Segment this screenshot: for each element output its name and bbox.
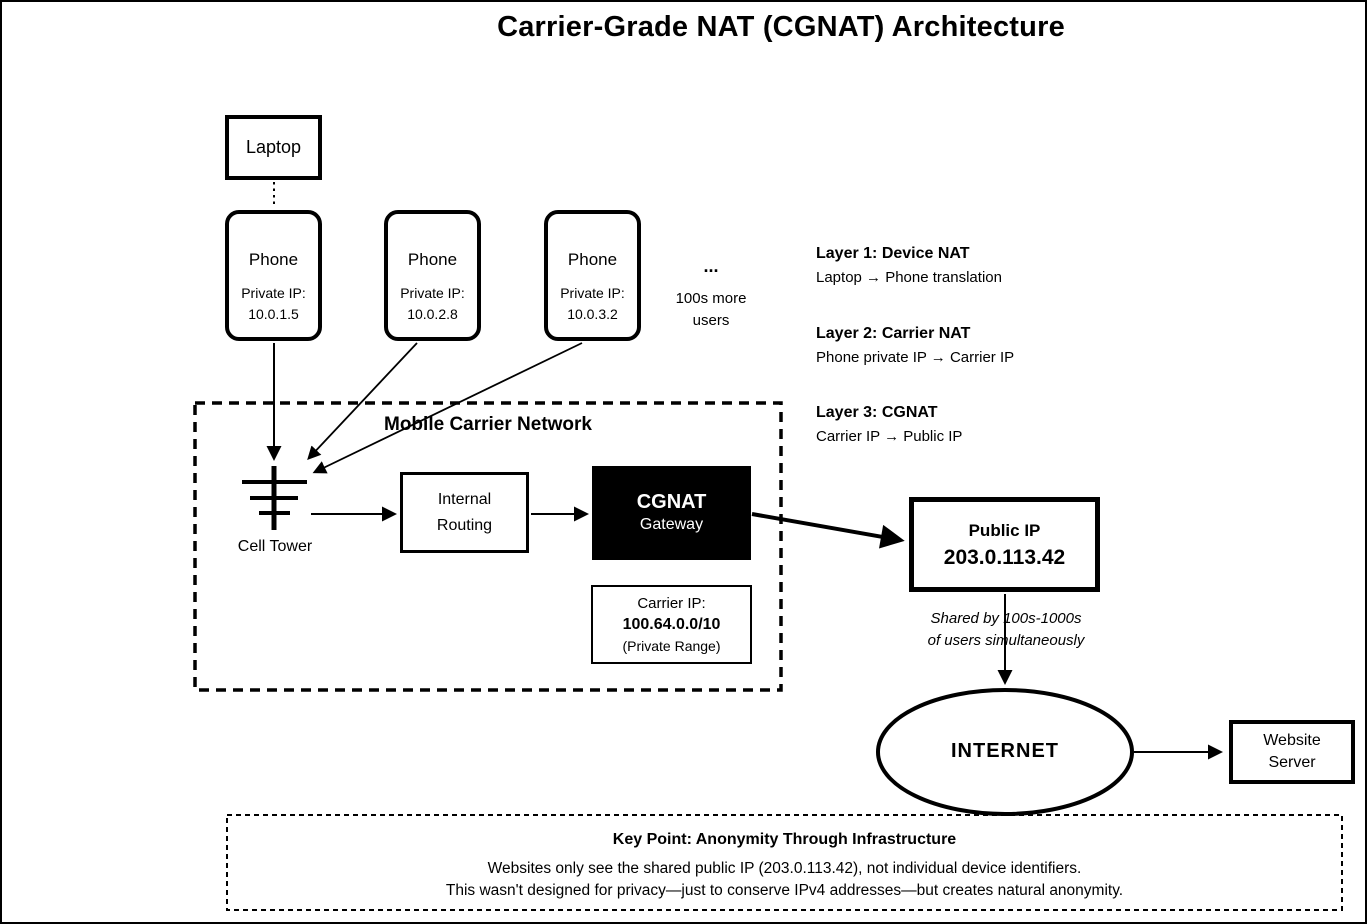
- more-users-line2: users: [692, 312, 730, 329]
- layer3-detail: Carrier IP → Public IP: [816, 428, 963, 445]
- phone-label: Phone: [248, 250, 299, 269]
- internal-routing-node: Internal Routing: [400, 472, 529, 553]
- more-users-line1: 100s more: [675, 290, 747, 307]
- cell-tower-icon: [242, 466, 307, 530]
- website-server-line1: Website: [1263, 732, 1321, 749]
- laptop-label: Laptop: [245, 137, 302, 157]
- cgnat-gateway-line2: Gateway: [639, 516, 704, 533]
- phone-node-1: Phone Private IP: 10.0.1.5: [225, 210, 322, 341]
- carrier-ip-label: Carrier IP:: [637, 594, 706, 612]
- more-users-note: ... 100s more users: [652, 256, 770, 332]
- arrow-phone3-to-tower: [312, 342, 583, 474]
- phone-label: Phone: [407, 250, 458, 269]
- phone-ip-value: 10.0.1.5: [248, 306, 299, 322]
- public-ip-node: Public IP 203.0.113.42: [909, 497, 1100, 592]
- phone-node-3: Phone Private IP: 10.0.3.2: [544, 210, 641, 341]
- internal-routing-line1: Internal: [437, 490, 492, 508]
- phone-ip-label: Private IP:: [241, 285, 306, 301]
- public-ip-label: Public IP: [968, 520, 1041, 540]
- phone-ip-value: 10.0.3.2: [567, 306, 618, 322]
- layer2-heading: Layer 2: Carrier NAT: [816, 325, 971, 342]
- layer1-detail: Laptop → Phone translation: [816, 269, 1002, 286]
- key-point-line2: This wasn't designed for privacy—just to…: [445, 882, 1124, 899]
- website-server-line2: Server: [1268, 754, 1316, 771]
- key-point-title: Key Point: Anonymity Through Infrastruct…: [612, 831, 957, 848]
- layer1-annotation: Layer 1: Device NAT Laptop → Phone trans…: [816, 245, 1116, 287]
- carrier-ip-range: 100.64.0.0/10: [622, 615, 721, 633]
- carrier-ip-note: Carrier IP: 100.64.0.0/10 (Private Range…: [591, 585, 752, 664]
- phone-ip-label: Private IP:: [560, 285, 625, 301]
- arrow-phone2-to-tower: [307, 342, 418, 460]
- internet-label: INTERNET: [951, 740, 1059, 762]
- cgnat-gateway-line1: CGNAT: [636, 491, 707, 513]
- phone-node-2: Phone Private IP: 10.0.2.8: [384, 210, 481, 341]
- phone-ip-value: 10.0.2.8: [407, 306, 458, 322]
- phone-ip-label: Private IP:: [400, 285, 465, 301]
- layer2-annotation: Layer 2: Carrier NAT Phone private IP → …: [816, 325, 1116, 367]
- shared-users-line1: Shared by 100s-1000s: [930, 610, 1082, 627]
- phone-label: Phone: [567, 250, 618, 269]
- internal-routing-line2: Routing: [436, 516, 493, 534]
- public-ip-address: 203.0.113.42: [943, 545, 1066, 569]
- page-title: Carrier-Grade NAT (CGNAT) Architecture: [497, 11, 1065, 43]
- layer3-annotation: Layer 3: CGNAT Carrier IP → Public IP: [816, 404, 1116, 446]
- shared-users-note: Shared by 100s-1000s of users simultaneo…: [892, 608, 1120, 652]
- carrier-ip-range-note: (Private Range): [622, 637, 721, 654]
- layer3-heading: Layer 3: CGNAT: [816, 404, 938, 421]
- key-point-line1: Websites only see the shared public IP (…: [487, 860, 1082, 877]
- shared-users-line2: of users simultaneously: [927, 632, 1085, 649]
- carrier-network-title: Mobile Carrier Network: [384, 414, 592, 435]
- ellipsis-glyph: ...: [703, 256, 719, 276]
- layer2-detail: Phone private IP → Carrier IP: [816, 349, 1015, 366]
- layer1-heading: Layer 1: Device NAT: [816, 245, 970, 262]
- arrow-cgnat-to-public-ip: [751, 512, 905, 549]
- key-point-panel: Key Point: Anonymity Through Infrastruct…: [227, 815, 1342, 910]
- laptop-node: Laptop: [225, 115, 322, 180]
- website-server-node: Website Server: [1229, 720, 1355, 784]
- cgnat-gateway-node: CGNAT Gateway: [592, 466, 751, 560]
- cell-tower-label: Cell Tower: [237, 538, 313, 555]
